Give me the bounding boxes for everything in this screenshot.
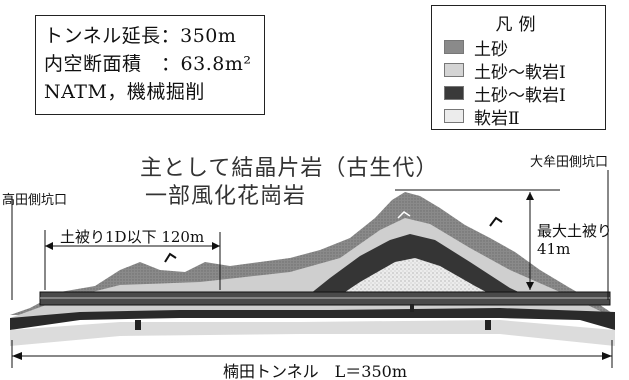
borehole-marker-3: [410, 304, 414, 312]
legend-title: 凡例: [495, 15, 542, 35]
right-portal-label: 大牟田側坑口: [530, 155, 609, 170]
legend-item-soft-rock-2: 軟岩Ⅱ: [444, 105, 520, 129]
max-cover-arrow-top: [526, 192, 534, 200]
legend-item-soil-soft-rock-light: 土砂～軟岩Ⅰ: [444, 59, 566, 83]
sketch-mark-3: [397, 211, 411, 219]
left-portal-label: 高田側坑口: [2, 193, 68, 208]
tunnel-length-arrow-right: [602, 352, 612, 360]
lower-dark-band: [10, 308, 615, 330]
section-area-value: 63.8m²: [180, 53, 252, 75]
legend-swatch-soil: [444, 40, 464, 54]
section-area-line: 内空断面積 ：63.8m²: [44, 50, 256, 78]
legend-item-soil: 土砂: [444, 36, 508, 60]
lower-light-band: [10, 320, 615, 346]
legend-label-soil: 土砂: [474, 39, 508, 60]
sketch-mark-2: [489, 216, 503, 227]
shallow-cover-arrow-right: [212, 242, 220, 250]
section-area-label: 内空断面積 ：: [44, 53, 181, 75]
tunnel-length-line: トンネル延長：350m: [44, 22, 256, 50]
geology-note-main: 主として結晶片岩（古生代）: [140, 156, 439, 181]
tunnel-length-label: トンネル延長：: [44, 25, 181, 47]
legend-item-soil-soft-rock-dark: 土砂～軟岩Ⅰ: [444, 82, 566, 106]
tunnel-length-value: 350m: [180, 25, 237, 47]
sketch-mark-1: [164, 252, 177, 263]
tunnel-length-arrow-left: [12, 352, 22, 360]
tunnel-caption: 楠田トンネル L＝350m: [223, 362, 408, 380]
shallow-cover-label: 土被り1D以下 120m: [60, 228, 205, 246]
legend-box: 凡例 土砂 土砂～軟岩Ⅰ 土砂～軟岩Ⅰ 軟岩Ⅱ: [431, 5, 606, 130]
tunnel-info-box: トンネル延長：350m 内空断面積 ：63.8m² NATM，機械掘削: [35, 15, 265, 115]
max-cover-arrow-bottom: [526, 282, 534, 290]
legend-label-soil-soft-rock-dark: 土砂～軟岩Ⅰ: [474, 85, 566, 106]
legend-swatch-soil-soft-rock-light: [444, 63, 464, 77]
legend-swatch-soft-rock-2: [444, 109, 464, 123]
max-cover-value: 41m: [537, 240, 571, 258]
legend-label-soil-soft-rock-light: 土砂～軟岩Ⅰ: [474, 62, 566, 83]
geology-note-secondary: 一部風化花崗岩: [145, 184, 307, 209]
shallow-cover-arrow-left: [45, 242, 53, 250]
excavation-method: NATM，機械掘削: [44, 81, 205, 103]
borehole-marker-1: [135, 320, 141, 330]
legend-swatch-soil-soft-rock-dark: [444, 86, 464, 100]
legend-label-soft-rock-2: 軟岩Ⅱ: [474, 108, 520, 129]
max-cover-label: 最大土被り: [537, 222, 613, 240]
soft-rock-core: [330, 258, 505, 302]
borehole-marker-2: [485, 320, 491, 330]
